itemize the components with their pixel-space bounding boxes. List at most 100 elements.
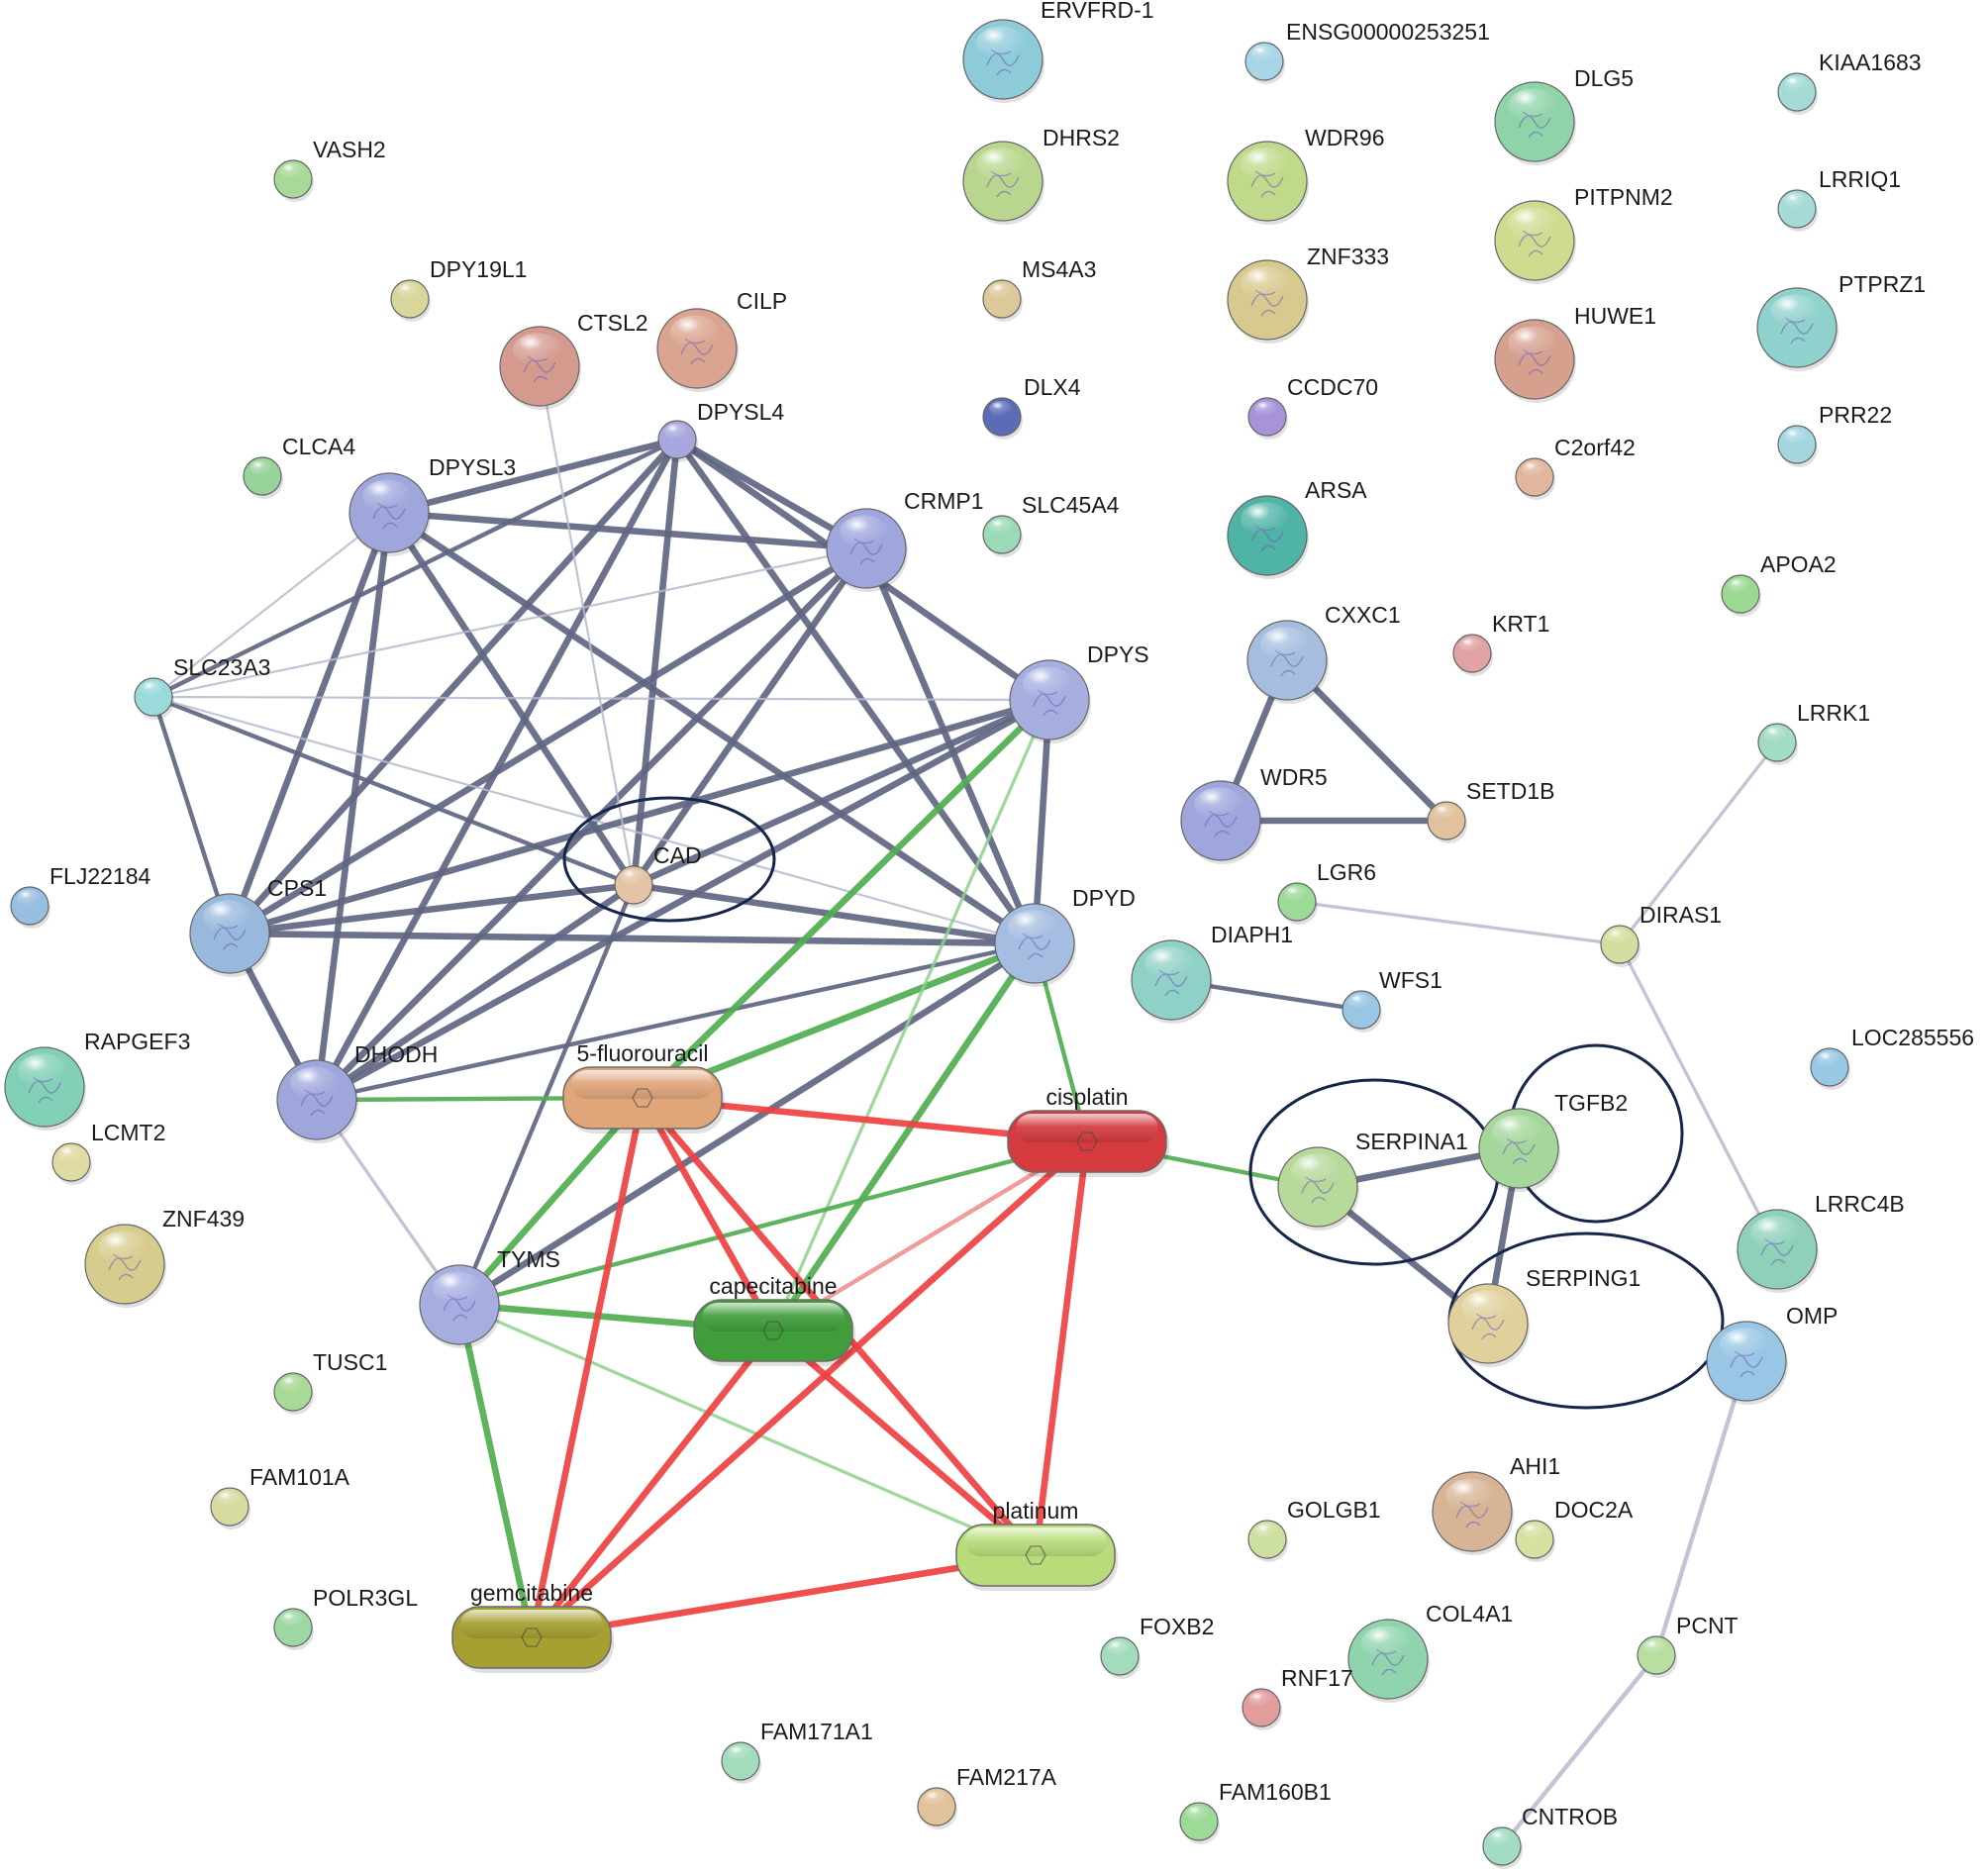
node-diaph1[interactable]: DIAPH1 <box>1131 922 1293 1024</box>
node-cxxc1[interactable]: CXXC1 <box>1246 602 1401 704</box>
node-dlx4[interactable]: DLX4 <box>982 374 1081 440</box>
node-ctsl2[interactable]: CTSL2 <box>499 310 648 410</box>
node-dpysl3[interactable]: DPYSL3 <box>348 454 516 556</box>
node-kiaa1683[interactable]: KIAA1683 <box>1777 49 1922 115</box>
node-golgb1[interactable]: GOLGB1 <box>1247 1497 1381 1562</box>
node-gloss <box>1023 666 1072 700</box>
node-label: WDR96 <box>1305 125 1385 150</box>
node-label: PRR22 <box>1819 402 1892 428</box>
node-cps1[interactable]: CPS1 <box>189 875 327 977</box>
node-lrrc4b[interactable]: LRRC4B <box>1737 1191 1905 1293</box>
node-label: LRRIQ1 <box>1819 166 1901 192</box>
node-dpyd[interactable]: DPYD <box>994 885 1136 987</box>
edge-dpyd-tyms <box>455 939 1039 1309</box>
node-c2orf42[interactable]: C2orf42 <box>1515 435 1636 500</box>
node-krt1[interactable]: KRT1 <box>1452 611 1549 676</box>
node-lrrk1[interactable]: LRRK1 <box>1757 700 1870 765</box>
node-label: TUSC1 <box>313 1349 387 1375</box>
node-ensg00000253251[interactable]: ENSG00000253251 <box>1244 19 1490 84</box>
node-tyms[interactable]: TYMS <box>419 1246 560 1348</box>
node-wfs1[interactable]: WFS1 <box>1342 967 1442 1033</box>
node-wdr5[interactable]: WDR5 <box>1180 764 1328 864</box>
node-polr3gl[interactable]: POLR3GL <box>273 1585 418 1650</box>
node-gloss <box>1764 727 1788 743</box>
edge-5-fluorouracil-gemcitabine <box>528 1094 646 1641</box>
node-slc23a3[interactable]: SLC23A3 <box>134 654 270 720</box>
node-ahi1[interactable]: AHI1 <box>1432 1453 1560 1555</box>
node-foxb2[interactable]: FOXB2 <box>1100 1614 1214 1679</box>
node-tgfb2[interactable]: TGFB2 <box>1478 1090 1628 1192</box>
node-dpys[interactable]: DPYS <box>1009 641 1149 743</box>
node-gloss <box>1284 886 1308 903</box>
node-lgr6[interactable]: LGR6 <box>1277 859 1376 925</box>
edge-cps1-cad <box>226 881 638 937</box>
node-gloss <box>290 1066 340 1100</box>
node-gloss <box>1254 401 1278 417</box>
node-gloss <box>1750 1216 1800 1249</box>
edge-capecitabine-gemcitabine <box>528 1327 777 1641</box>
node-fam160b1[interactable]: FAM160B1 <box>1179 1779 1332 1844</box>
node-diras1[interactable]: DIRAS1 <box>1600 902 1722 967</box>
node-gloss <box>1434 805 1457 822</box>
node-gemcitabine[interactable]: gemcitabine <box>451 1580 614 1673</box>
node-gloss <box>1784 193 1808 210</box>
node-rnf17[interactable]: RNF17 <box>1242 1665 1353 1730</box>
node-pitpnm2[interactable]: PITPNM2 <box>1494 184 1673 284</box>
node-gloss <box>18 1053 67 1087</box>
node-ervfrd-1[interactable]: ERVFRD-1 <box>962 0 1154 103</box>
drug-label: gemcitabine <box>470 1580 593 1606</box>
node-znf439[interactable]: ZNF439 <box>84 1206 245 1308</box>
node-capecitabine[interactable]: capecitabine <box>693 1273 855 1366</box>
node-dhodh[interactable]: DHODH <box>276 1041 438 1143</box>
node-ccdc70[interactable]: CCDC70 <box>1247 374 1378 440</box>
node-dpy19l1[interactable]: DPY19L1 <box>390 256 527 322</box>
node-prr22[interactable]: PRR22 <box>1777 402 1892 467</box>
node-doc2a[interactable]: DOC2A <box>1515 1497 1634 1562</box>
node-znf333[interactable]: ZNF333 <box>1227 244 1389 344</box>
node-label: CNTROB <box>1522 1804 1618 1829</box>
molecule-icon <box>1076 1132 1098 1151</box>
node-flj22184[interactable]: FLJ22184 <box>10 863 151 929</box>
node-fam101a[interactable]: FAM101A <box>210 1464 350 1529</box>
node-pcnt[interactable]: PCNT <box>1637 1613 1739 1678</box>
node-fam171a1[interactable]: FAM171A1 <box>721 1719 873 1784</box>
node-crmp1[interactable]: CRMP1 <box>826 488 984 592</box>
node-ms4a3[interactable]: MS4A3 <box>982 256 1096 322</box>
node-col4a1[interactable]: COL4A1 <box>1347 1601 1513 1703</box>
node-serpina1[interactable]: SERPINA1 <box>1277 1129 1468 1231</box>
node-tusc1[interactable]: TUSC1 <box>273 1349 387 1415</box>
node-clca4[interactable]: CLCA4 <box>243 434 355 499</box>
node-vash2[interactable]: VASH2 <box>273 137 386 202</box>
node-gloss <box>513 333 562 367</box>
node-label: DPYSL3 <box>429 454 516 480</box>
node-ptprz1[interactable]: PTPRZ1 <box>1756 271 1926 371</box>
node-cad[interactable]: CAD <box>614 842 702 908</box>
node-rapgef3[interactable]: RAPGEF3 <box>4 1029 190 1131</box>
node-slc45a4[interactable]: SLC45A4 <box>982 492 1120 557</box>
node-label: ZNF333 <box>1307 244 1389 269</box>
node-label: FAM171A1 <box>760 1719 873 1744</box>
node-cilp[interactable]: CILP <box>656 288 787 392</box>
node-apoa2[interactable]: APOA2 <box>1721 551 1837 617</box>
node-arsa[interactable]: ARSA <box>1227 477 1367 579</box>
node-label: KRT1 <box>1492 611 1549 637</box>
node-wdr96[interactable]: WDR96 <box>1227 125 1385 225</box>
node-gloss <box>1461 1290 1511 1324</box>
node-setd1b[interactable]: SETD1B <box>1427 778 1554 843</box>
node-label: DHODH <box>354 1041 438 1067</box>
node-omp[interactable]: OMP <box>1706 1303 1838 1405</box>
node-cisplatin[interactable]: cisplatin <box>1007 1084 1169 1177</box>
node-serping1[interactable]: SERPING1 <box>1447 1265 1640 1367</box>
node-lrriq1[interactable]: LRRIQ1 <box>1777 166 1901 232</box>
node-dhrs2[interactable]: DHRS2 <box>962 125 1120 225</box>
node-loc285556[interactable]: LOC285556 <box>1810 1025 1974 1090</box>
node-platinum[interactable]: platinum <box>955 1498 1118 1591</box>
node-dlg5[interactable]: DLG5 <box>1494 65 1634 165</box>
node-5-fluorouracil[interactable]: 5-fluorouracil <box>562 1040 725 1134</box>
node-dpysl4[interactable]: DPYSL4 <box>657 399 784 462</box>
edge-crmp1-cps1 <box>226 544 870 937</box>
node-huwe1[interactable]: HUWE1 <box>1494 303 1656 403</box>
node-cntrob[interactable]: CNTROB <box>1482 1804 1618 1869</box>
node-fam217a[interactable]: FAM217A <box>917 1764 1057 1829</box>
node-lcmt2[interactable]: LCMT2 <box>51 1120 165 1185</box>
